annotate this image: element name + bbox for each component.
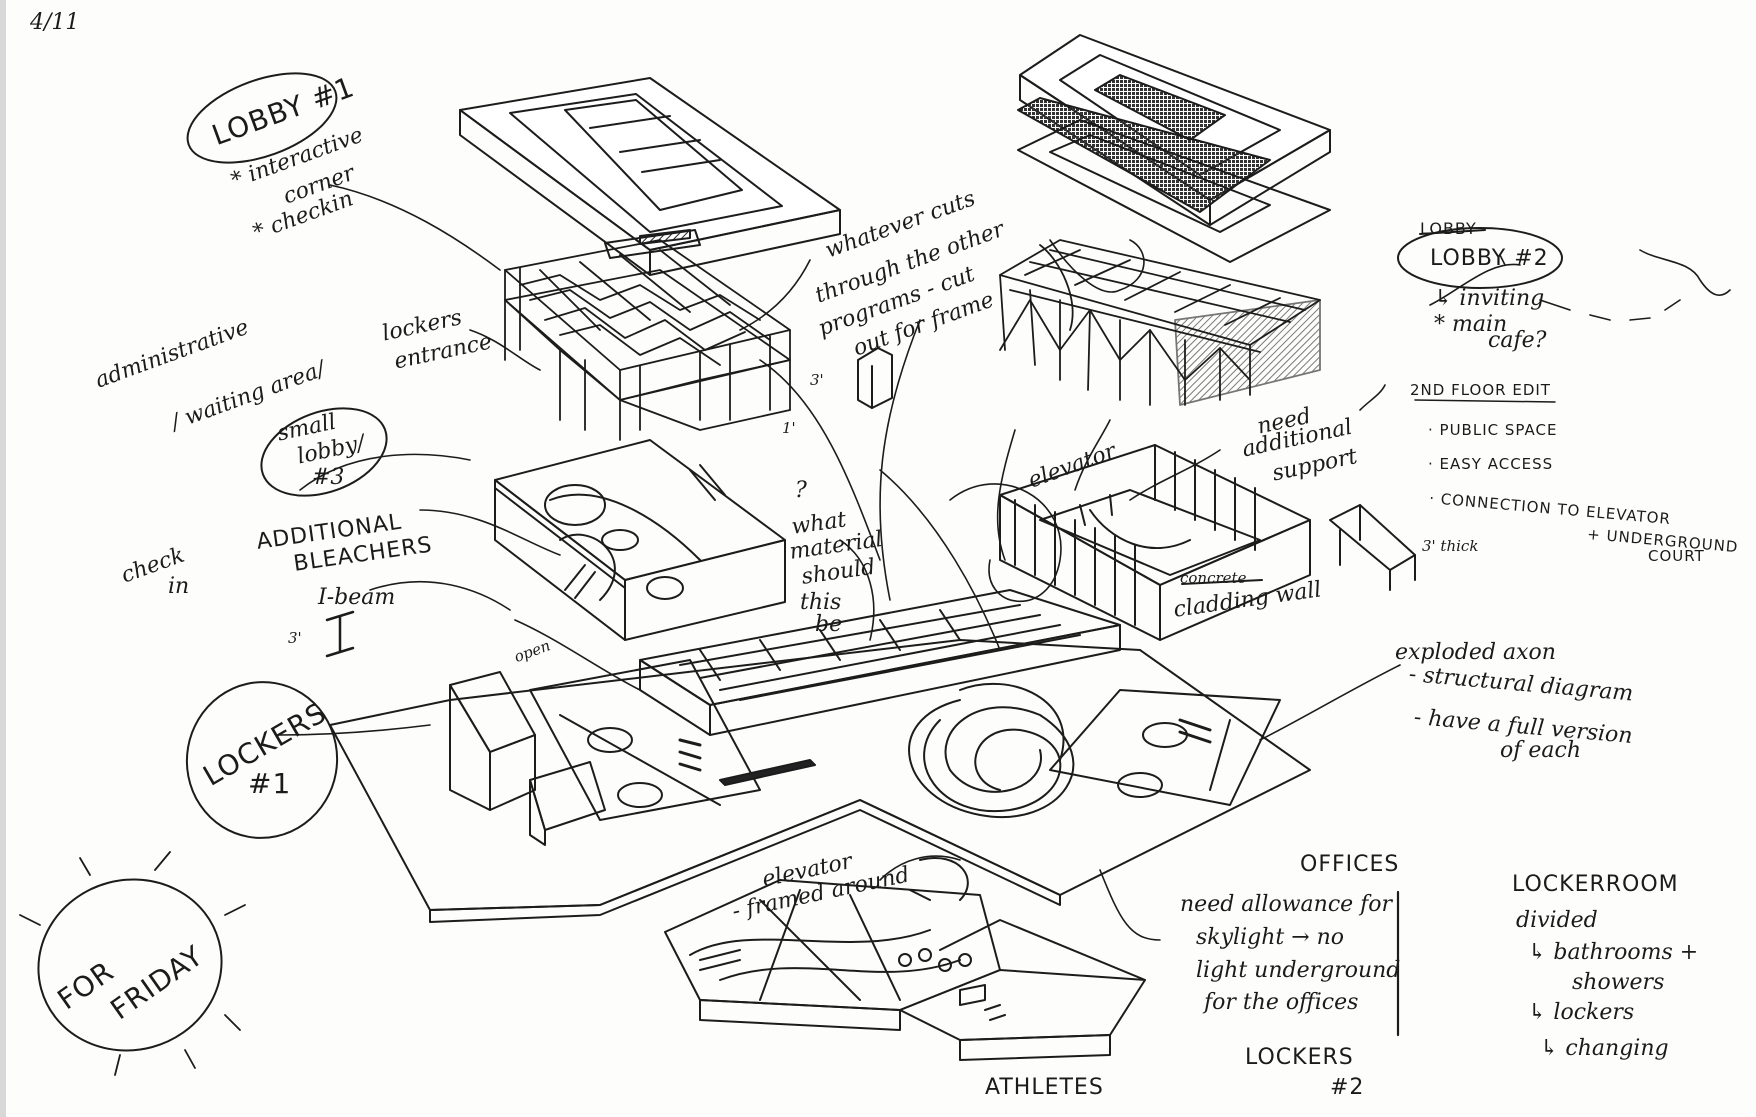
offices-line2: skylight → no [1196,925,1345,950]
lobby1-roof-slab [459,77,841,276]
material-q-line5: be [815,612,843,637]
scan-edge-shadow [0,0,6,1117]
lobby2-roof-slab [1017,34,1331,263]
floor-edit-item-1: · PUBLIC SPACE [1428,421,1558,439]
offices-line3: light underground [1196,958,1401,983]
lobby2-truss-frame [999,239,1321,406]
dim-1ft: 1' [782,419,796,437]
lobby1-truss-frame [504,239,791,441]
lobby2-strike: LOBBY [1420,219,1477,238]
base-ground-slab [329,639,1311,923]
locker-room-line5: ↳ changing [1540,1036,1669,1061]
lockers1-number: #1 [248,767,292,800]
strike-marks [1181,229,1486,585]
small-lobby-line3: #3 [312,465,345,490]
lobby2-item-cafe: cafe? [1488,328,1547,353]
floor-edit-title: 2ND FLOOR EDIT [1410,381,1551,399]
exploded-axon-item3: of each [1500,738,1582,763]
i-beam-dim: 3' [288,629,302,647]
underlines [1414,399,1556,403]
material-question-mark: ? [795,478,807,503]
i-beam-icon [325,610,355,658]
lockers2-title: LOCKERS [1245,1045,1354,1070]
locker-room-line4: ↳ lockers [1528,1000,1635,1025]
offices-line4: for the offices [1204,990,1359,1015]
concrete-strike: concrete [1180,569,1247,587]
for-friday-rays [19,851,246,1076]
annotation-leaders [279,184,1731,1037]
offices-line1: need allowance for [1180,892,1393,917]
court-box-left [494,439,786,641]
column-block-detail [857,347,893,409]
i-beam-label: I-beam [318,585,396,610]
lockers2-number: #2 [1330,1075,1365,1100]
offices-title: OFFICES [1300,852,1400,877]
locker-room-title: LOCKERROOM [1512,872,1679,897]
central-bleacher-slab [639,589,1121,736]
thick-note: 3' thick [1422,537,1479,555]
check-in-line2: in [168,574,190,599]
athletes-label: ATHLETES [985,1075,1104,1100]
locker-room-line2: ↳ bathrooms + [1528,940,1699,965]
exploded-axon-title: exploded axon [1395,640,1556,665]
annotation-ovals [37,72,1563,1052]
floor-edit-item-2: · EASY ACCESS [1428,455,1554,473]
court-box-right [999,444,1311,641]
locker-room-line3: showers [1572,970,1665,995]
bridge-stair [1329,504,1416,591]
material-q-line4: this [800,590,842,615]
lobby2-item-inviting: ↳ inviting [1434,286,1545,311]
locker-room-line1: divided [1516,908,1598,933]
basement-athletes-level [664,857,1146,1061]
dim-3ft: 3' [810,371,824,389]
floor-edit-item-5: COURT [1648,547,1705,565]
lobby2-item-main: * main [1434,312,1508,337]
date-label: 4/11 [30,10,80,35]
lobby2-title: LOBBY #2 [1430,246,1549,271]
